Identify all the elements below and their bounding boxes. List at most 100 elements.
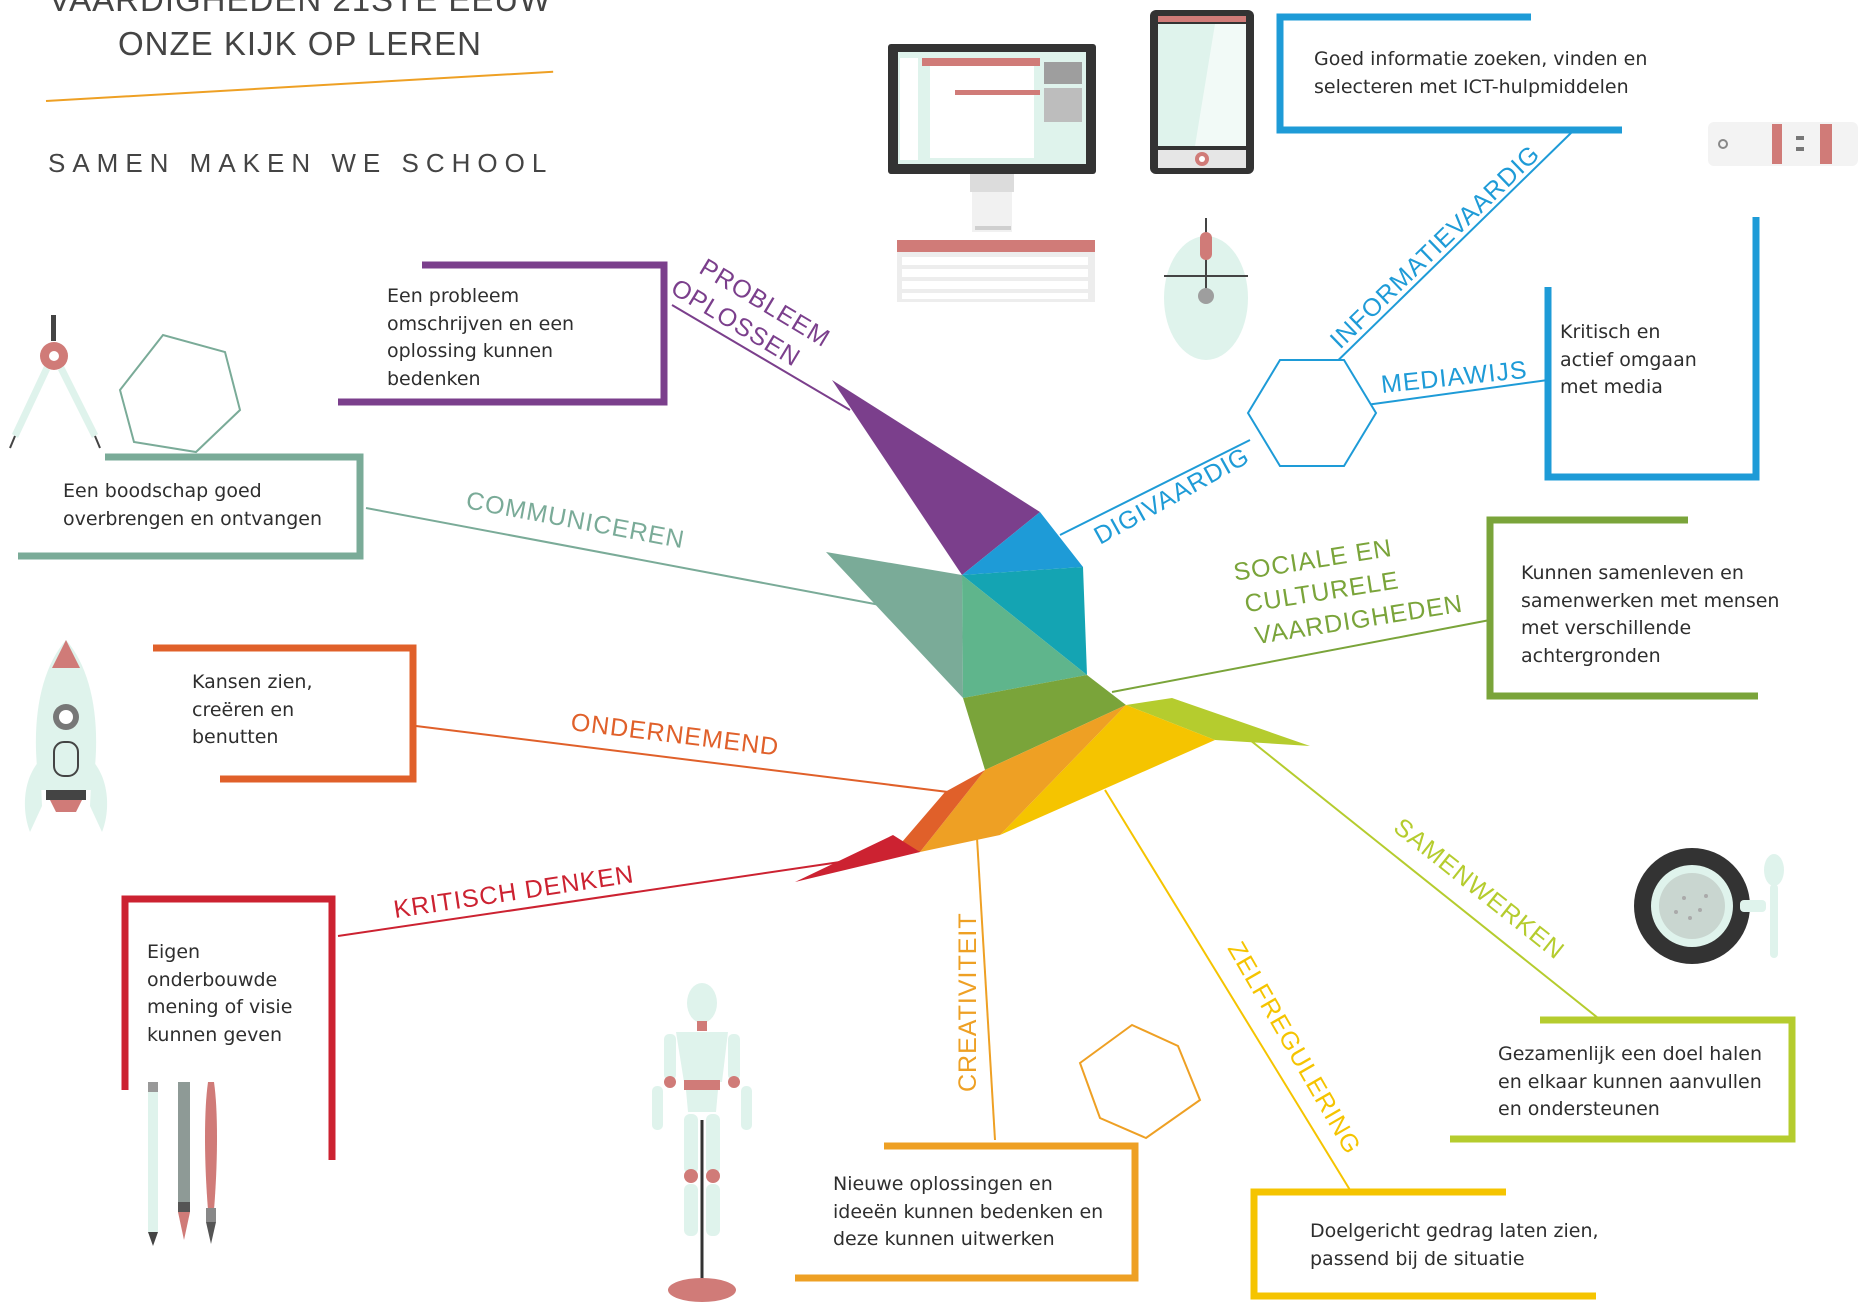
bird-tail-red	[795, 835, 920, 882]
desc-line: selecteren met ICT-hulpmiddelen	[1314, 75, 1629, 98]
line-sociale	[1111, 619, 1491, 693]
desc-creativiteit: Nieuwe oplossingen en ideeën kunnen bede…	[833, 1171, 1103, 1254]
desc-line: Kansen zien,	[192, 671, 313, 693]
desc-line: en ondersteunen	[1498, 1098, 1660, 1120]
coffee-icon	[1634, 848, 1784, 964]
frames	[18, 13, 1796, 1300]
desc-line: mening of visie	[147, 996, 293, 1018]
line-creativiteit	[976, 837, 996, 1141]
desc-line: Een boodschap goed	[63, 480, 262, 502]
page-title: VAARDIGHEDEN 21STE EEUW ONZE KIJK OP LER…	[40, 0, 560, 66]
bird-tail-yellow	[1000, 705, 1215, 835]
frame-kritisch-denken	[121, 895, 336, 1160]
label-communiceren: COMMUNICEREN	[464, 486, 687, 554]
desc-line: creëren en	[192, 698, 295, 721]
desc-communiceren: Een boodschap goed overbrengen en ontvan…	[63, 478, 322, 533]
page-subtitle: SAMEN MAKEN WE SCHOOL	[48, 148, 554, 178]
label-samenwerken: SAMENWERKEN	[1388, 813, 1569, 965]
mouse-icon	[1164, 218, 1248, 360]
desc-line: achtergronden	[1521, 644, 1661, 667]
bird-wing-teal	[826, 552, 963, 698]
desc-sociale-culturele: Kunnen samenleven en samenwerken met men…	[1521, 560, 1779, 670]
desc-line: actief omgaan	[1560, 348, 1697, 371]
desc-line: overbrengen en ontvangen	[63, 507, 322, 530]
bird-body-green	[962, 575, 1087, 698]
desc-ondernemend: Kansen zien, creëren en benutten	[192, 669, 313, 752]
usb-stick-icon	[1708, 122, 1858, 166]
hexagon-digivaardig	[1246, 359, 1378, 467]
frame-sociale	[1486, 516, 1758, 700]
label-creativiteit: CREATIVITEIT	[954, 912, 982, 1092]
line-samenwerken	[1249, 739, 1599, 1019]
label-digivaardig: DIGIVAARDIG	[1089, 442, 1254, 550]
label-kritisch-denken: KRITISCH DENKEN	[392, 860, 636, 924]
rocket-icon	[24, 640, 108, 832]
desc-mediawijs: Kritisch en actief omgaan met media	[1560, 319, 1697, 402]
desc-line: Kritisch en	[1560, 321, 1661, 343]
frame-creativiteit	[795, 1142, 1139, 1282]
bird-body-cyan	[962, 567, 1087, 675]
desc-line: Eigen	[147, 941, 201, 963]
line-probleem-oplossen	[671, 304, 851, 411]
desc-line: deze kunnen uitwerken	[833, 1228, 1055, 1250]
desc-line: Goed informatie zoeken, vinden en	[1314, 48, 1648, 70]
desc-line: bedenken	[387, 367, 481, 390]
frame-informatievaardig	[1276, 13, 1622, 134]
desc-line: omschrijven en een	[387, 312, 575, 335]
line-ondernemend	[415, 725, 949, 793]
connector-lines	[337, 131, 1599, 1191]
label-probleem-oplossen: PROBLEEM OPLOSSEN	[666, 253, 835, 372]
frame-communiceren	[18, 453, 364, 560]
title-line-2: ONZE KIJK OP LEREN	[118, 25, 482, 62]
computer-icon	[888, 44, 1096, 232]
bird-wing-purple	[832, 380, 1040, 575]
frame-zelfregulering	[1250, 1188, 1596, 1300]
frame-ondernemend	[153, 644, 417, 783]
frame-samenwerken	[1450, 1016, 1796, 1143]
hexagon-deco-amber	[1078, 1023, 1202, 1140]
line-informatievaardig	[1319, 131, 1573, 379]
label-sociale-culturele: SOCIALE EN CULTURELE VAARDIGHEDEN	[1232, 534, 1465, 650]
frame-probleem-oplossen	[338, 261, 668, 406]
label-informatievaardig: INFORMATIEVAARDIG	[1325, 140, 1546, 355]
desc-probleem-oplossen: Een probleem omschrijven en een oplossin…	[387, 283, 574, 393]
desc-line: Gezamenlijk een doel halen	[1498, 1043, 1762, 1065]
desc-line: Een probleem	[387, 285, 520, 307]
phone-icon	[1150, 10, 1254, 174]
bird-tail-orange	[890, 770, 985, 856]
compass-icon	[9, 315, 101, 449]
line-communiceren	[365, 507, 881, 606]
line-zelfregulering	[1104, 789, 1351, 1191]
desc-line: passend bij de situatie	[1310, 1247, 1525, 1270]
desc-line: met verschillende	[1521, 617, 1692, 639]
keyboard-icon	[897, 240, 1095, 302]
desc-zelfregulering: Doelgericht gedrag laten zien, passend b…	[1310, 1218, 1599, 1273]
label-zelfregulering: ZELFREGULERING	[1222, 937, 1366, 1159]
line-mediawijs	[1365, 379, 1549, 406]
desc-informatievaardig: Goed informatie zoeken, vinden en select…	[1314, 46, 1647, 101]
bird-tail-amber	[920, 705, 1126, 852]
desc-line: Nieuwe oplossingen en	[833, 1173, 1053, 1195]
frame-mediawijs	[1544, 217, 1760, 481]
desc-line: Doelgericht gedrag laten zien,	[1310, 1220, 1599, 1242]
bird-tail-lime	[1126, 698, 1310, 746]
desc-line: onderbouwde	[147, 968, 278, 991]
desc-samenwerken: Gezamenlijk een doel halen en elkaar kun…	[1498, 1041, 1762, 1124]
desc-line: Kunnen samenleven en	[1521, 562, 1744, 584]
desc-line: ideeën kunnen bedenken en	[833, 1200, 1104, 1223]
bird-neck-blue	[962, 512, 1083, 575]
desc-line: oplossing kunnen	[387, 340, 554, 362]
desc-line: kunnen geven	[147, 1023, 283, 1046]
hexagon-deco-teal	[118, 333, 242, 454]
mannequin-icon	[652, 983, 752, 1302]
origami-bird	[795, 380, 1310, 882]
pencils-icon	[148, 1082, 217, 1246]
line-kritisch-denken	[337, 861, 841, 937]
desc-line: met media	[1560, 376, 1663, 398]
desc-kritisch-denken: Eigen onderbouwde mening of visie kunnen…	[147, 939, 292, 1049]
line-digivaardig	[1059, 439, 1251, 536]
desc-line: benutten	[192, 726, 279, 748]
desc-line: en elkaar kunnen aanvullen	[1498, 1070, 1762, 1093]
desc-line: samenwerken met mensen	[1521, 589, 1780, 612]
